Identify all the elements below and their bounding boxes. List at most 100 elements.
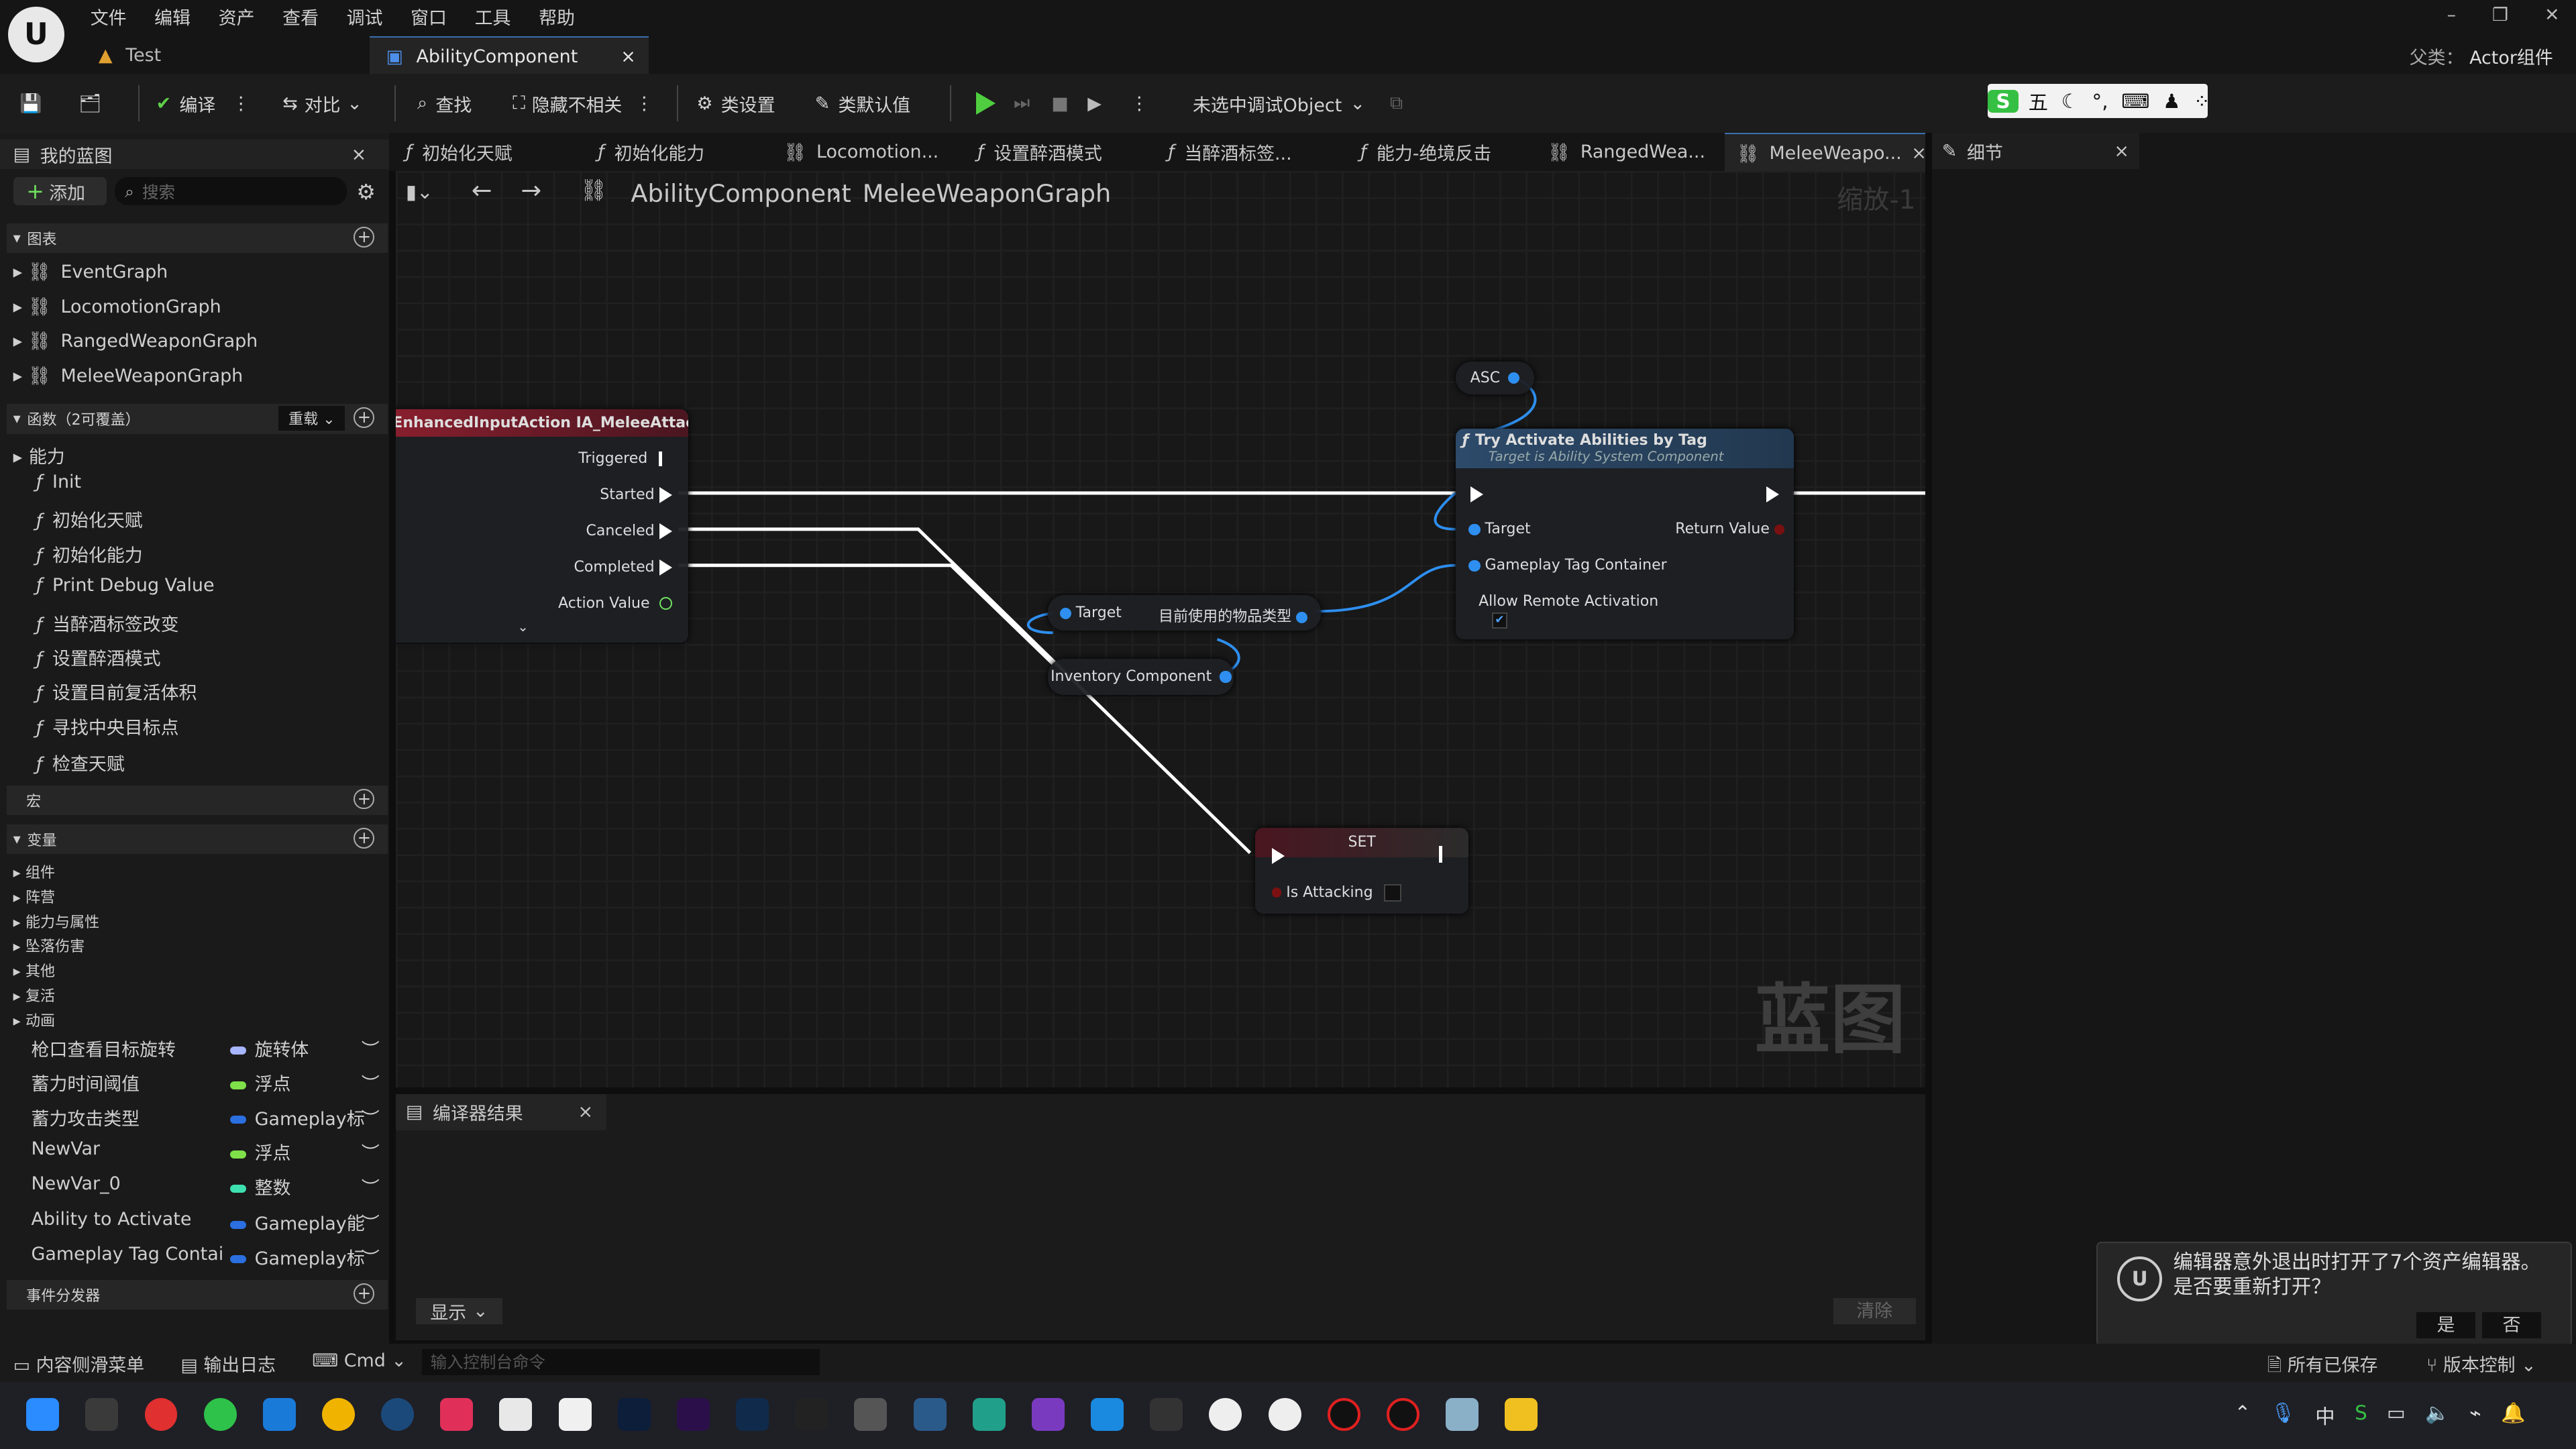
graph-item-locomotion[interactable]: ▸ ⛓LocomotionGraph (13, 296, 221, 317)
vscode-icon[interactable] (1091, 1398, 1124, 1432)
item-type-getter-node[interactable]: Target 目前使用的物品类型 (1048, 594, 1321, 631)
yes-button[interactable]: 是 (2416, 1312, 2476, 1339)
settings-gear-icon[interactable]: ⚙ (356, 178, 376, 205)
close-window-button[interactable]: ✕ (2544, 5, 2560, 26)
tab-ability-component[interactable]: ▣ AbilityComponent × (370, 36, 649, 76)
app-icon[interactable] (913, 1398, 947, 1432)
expand-chevron-icon[interactable]: ⌄ (517, 619, 529, 635)
doc-tab-active[interactable]: ⛓MeleeWeapo...× (1725, 133, 1927, 172)
app-icon[interactable] (1446, 1398, 1479, 1432)
close-icon[interactable]: × (578, 1102, 594, 1123)
pin-allow-remote[interactable]: Allow Remote Activation (1479, 593, 1658, 610)
more-icon[interactable]: ⋮ (1130, 93, 1148, 114)
breadcrumb-root[interactable]: AbilityComponent (631, 178, 851, 208)
bookmark-icon[interactable]: ▮⌄ (405, 180, 433, 204)
record-icon[interactable] (1327, 1398, 1360, 1432)
source-control-button[interactable]: ⑂ 版本控制 ⌄ (2426, 1350, 2536, 1377)
graph-item-ranged[interactable]: ▸ ⛓RangedWeaponGraph (13, 331, 258, 352)
close-icon[interactable]: × (2114, 140, 2129, 162)
steam-icon[interactable] (381, 1398, 415, 1432)
exec-out-pin-icon[interactable] (1439, 846, 1443, 863)
graph-item-eventgraph[interactable]: ▸ ⛓EventGraph (13, 262, 168, 283)
add-button[interactable]: + 添加 (13, 177, 107, 206)
photoshop-icon[interactable] (617, 1398, 651, 1432)
diff-button[interactable]: ⇆对比⌄ (282, 74, 362, 133)
tab-test[interactable]: ▲ Test (72, 36, 368, 74)
audition-icon[interactable] (736, 1398, 769, 1432)
input-action-node[interactable]: EnhancedInputAction IA_MeleeAttack Trigg… (396, 409, 689, 643)
input-method-icon[interactable]: 中 (2315, 1405, 2335, 1428)
var-group[interactable]: ▸阵营 (13, 890, 56, 906)
browse-icon[interactable]: 🗂 (78, 93, 102, 115)
var-group[interactable]: ▸动画 (13, 1012, 56, 1030)
class-defaults-button[interactable]: ✎类默认值 (815, 74, 911, 133)
console-command-input[interactable]: 输入控制台命令 (422, 1348, 820, 1375)
find-button[interactable]: ⌕查找 (417, 74, 472, 133)
app-icon[interactable] (440, 1398, 474, 1432)
feishu-icon[interactable] (262, 1398, 296, 1432)
step-button[interactable]: ⏭ (1014, 93, 1030, 114)
wechat-icon[interactable] (203, 1398, 237, 1432)
pin-is-attacking[interactable]: Is Attacking (1271, 883, 1402, 902)
cmd-dropdown[interactable]: ⌨ Cmd ⌄ (312, 1350, 407, 1371)
menu-asset[interactable]: 资产 (218, 7, 255, 29)
epic-games-icon[interactable] (1150, 1398, 1183, 1432)
save-status[interactable]: 🗎 所有已保存 (2267, 1350, 2378, 1383)
exec-in-pin-icon[interactable] (1470, 486, 1483, 502)
add-graph-icon[interactable]: + (354, 226, 375, 248)
graphs-section-header[interactable]: ▾图表+ (6, 223, 388, 254)
menu-help[interactable]: 帮助 (539, 7, 575, 29)
stop-button[interactable]: ■ (1051, 93, 1069, 114)
details-tab[interactable]: ✎ 细节 × (1932, 133, 2139, 170)
volume-icon[interactable]: 🔈 (2425, 1401, 2450, 1424)
premiere-icon[interactable] (676, 1398, 710, 1432)
back-arrow-icon[interactable]: ← (471, 176, 492, 205)
clear-button[interactable]: 清除 (1833, 1297, 1916, 1324)
checkbox-checked[interactable]: ✔ (1491, 612, 1508, 629)
show-filter-dropdown[interactable]: 显示⌄ (415, 1297, 503, 1324)
terminal-app-icon[interactable] (85, 1398, 119, 1432)
var-group[interactable]: ▸其他 (13, 963, 56, 981)
file-explorer-icon[interactable] (1505, 1398, 1538, 1432)
visibility-eye-icon[interactable]: ︶ (361, 1143, 380, 1165)
content-drawer-button[interactable]: ▭ 内容侧滑菜单 (13, 1350, 145, 1377)
meta-icon[interactable] (499, 1398, 533, 1432)
forward-arrow-icon[interactable]: → (521, 176, 542, 205)
output-log-button[interactable]: ▤ 输出日志 (180, 1350, 276, 1377)
minimize-button[interactable]: – (2447, 5, 2457, 26)
menu-debug[interactable]: 调试 (346, 7, 383, 29)
network-icon[interactable]: ⌁ (2469, 1401, 2481, 1424)
graph-canvas[interactable]: ▮⌄ ← → ⛓ AbilityComponent › MeleeWeaponG… (396, 170, 1926, 1088)
var-group[interactable]: ▸复活 (13, 987, 56, 1005)
exec-in-pin-icon[interactable] (1271, 847, 1285, 864)
menu-file[interactable]: 文件 (90, 7, 127, 29)
debug-object-select[interactable]: 未选中调试Object⌄ (1193, 74, 1365, 133)
unreal-engine-icon[interactable] (1209, 1398, 1242, 1432)
class-settings-button[interactable]: ⚙类设置 (696, 74, 775, 133)
add-variable-icon[interactable]: + (354, 828, 375, 849)
notification-bell-icon[interactable]: 🔔 (2501, 1401, 2526, 1424)
inventory-component-node[interactable]: Inventory Component (1048, 659, 1234, 695)
asc-getter-node[interactable]: ASC (1455, 361, 1535, 394)
var-group[interactable]: ▸能力与属性 (13, 914, 100, 931)
close-icon[interactable]: × (351, 144, 367, 165)
pin-triggered[interactable]: Triggered (578, 450, 662, 467)
record-icon[interactable] (1386, 1398, 1419, 1432)
unreal-logo-icon[interactable]: U (8, 6, 64, 63)
arduino-icon[interactable] (972, 1398, 1006, 1432)
var-group[interactable]: ▸组件 (13, 865, 56, 882)
visibility-eye-icon[interactable]: ︶ (361, 1177, 380, 1199)
chrome-icon[interactable] (322, 1398, 355, 1432)
panel-tab-my-blueprint[interactable]: ▤ 我的蓝图 × (0, 140, 390, 170)
save-icon[interactable]: 💾 (19, 93, 42, 115)
visibility-eye-icon[interactable]: ︶ (361, 1108, 380, 1130)
search-box[interactable]: ⌕ 搜索 (115, 177, 347, 206)
tab-close-icon[interactable]: × (621, 46, 636, 67)
